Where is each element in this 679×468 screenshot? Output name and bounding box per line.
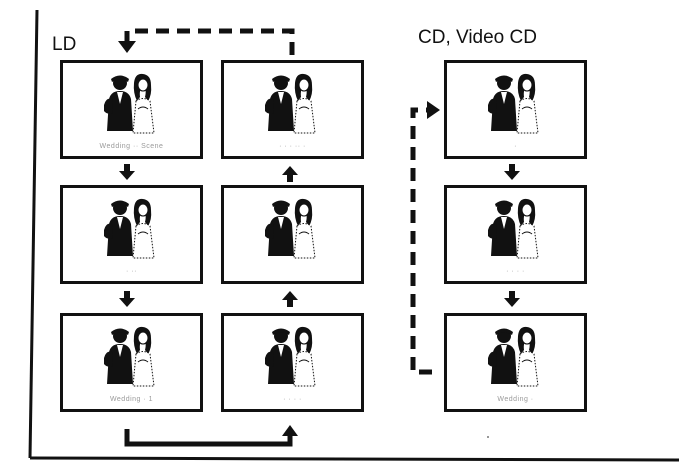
- ld-label: LD: [52, 34, 77, 55]
- cd-return-dashed-connector: [410, 107, 432, 375]
- couple-icon: [265, 324, 317, 388]
- couple-icon: [265, 71, 317, 135]
- cd-frame-3: Wedding ·: [444, 313, 587, 412]
- cd-label: CD, Video CD: [418, 27, 537, 48]
- ld-frame-right-2: [221, 185, 364, 284]
- couple-icon: [488, 71, 540, 135]
- ld-frame-left-1: Wedding ·· Scene: [60, 60, 203, 159]
- couple-icon: [488, 196, 540, 260]
- cd-frame-1: ·: [444, 60, 587, 159]
- frame-caption: · · · ·: [283, 396, 302, 403]
- ld-frame-left-3: Wedding · 1: [60, 313, 203, 412]
- ld-bottom-connector: [124, 429, 293, 447]
- ld-arrow-down-2: [119, 291, 135, 307]
- frame-caption: · · · ·: [506, 268, 525, 275]
- ld-bottom-arrowhead: [282, 425, 298, 436]
- couple-icon: [104, 71, 156, 135]
- ld-return-dashed-connector: [124, 28, 295, 55]
- ld-frame-right-3: · · · ·: [221, 313, 364, 412]
- cd-return-arrowhead: [427, 101, 440, 119]
- frame-caption: · ··: [126, 268, 137, 275]
- frame-caption: Wedding ·· Scene: [99, 143, 164, 150]
- cd-frame-2: · · · ·: [444, 185, 587, 284]
- ld-frame-left-2: · ··: [60, 185, 203, 284]
- ld-arrow-down-1: [119, 164, 135, 180]
- cd-arrow-down-1: [504, 164, 520, 180]
- frame-caption: Wedding · 1: [109, 396, 154, 403]
- ld-arrow-up-2: [282, 291, 298, 307]
- frame-caption: ·: [514, 143, 517, 150]
- ld-arrow-up-1: [282, 166, 298, 182]
- couple-icon: [265, 196, 317, 260]
- left-border-line: [28, 9, 39, 459]
- couple-icon: [104, 196, 156, 260]
- ld-return-arrowhead: [118, 41, 136, 53]
- frame-caption: Wedding ·: [497, 396, 534, 403]
- cd-arrow-down-2: [504, 291, 520, 307]
- ld-frame-right-1: · · · ·· ·: [221, 60, 364, 159]
- couple-icon: [104, 324, 156, 388]
- couple-icon: [488, 324, 540, 388]
- bottom-border-line: [29, 456, 679, 462]
- frame-caption: · · · ·· ·: [279, 143, 306, 150]
